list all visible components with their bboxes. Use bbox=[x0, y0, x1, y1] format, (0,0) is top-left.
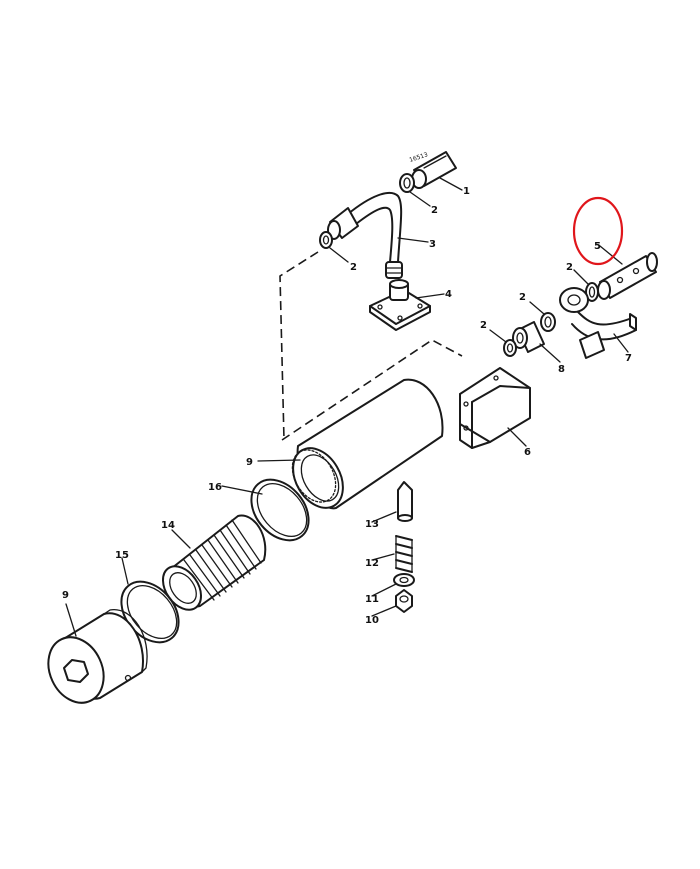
leader-14 bbox=[171, 529, 191, 549]
callout-2: 2 bbox=[519, 292, 526, 303]
part-11-washer bbox=[393, 573, 415, 587]
callout-12: 12 bbox=[365, 558, 379, 569]
part-2-seal-right-low bbox=[503, 339, 517, 357]
part-10-plug bbox=[395, 589, 413, 613]
leader-16 bbox=[221, 485, 263, 495]
leader-2d bbox=[529, 301, 545, 315]
leader-9a bbox=[257, 459, 301, 462]
callout-15: 15 bbox=[115, 550, 129, 561]
leader-15 bbox=[121, 557, 129, 585]
leader-11 bbox=[371, 583, 397, 597]
callout-6: 6 bbox=[524, 447, 531, 458]
leader-7 bbox=[613, 333, 629, 353]
callout-1: 1 bbox=[463, 186, 470, 197]
part-6-bracket bbox=[459, 367, 531, 449]
callout-9: 9 bbox=[246, 457, 253, 468]
callout-2: 2 bbox=[350, 262, 357, 273]
leader-8 bbox=[539, 343, 561, 363]
part-2-seal-upper bbox=[399, 173, 415, 193]
callout-16: 16 bbox=[208, 482, 222, 493]
part-13-valve-piston bbox=[397, 481, 413, 522]
callout-13: 13 bbox=[365, 519, 379, 530]
leader-12 bbox=[371, 553, 395, 561]
part-5-union-fitting bbox=[597, 252, 658, 300]
leader-2e bbox=[489, 329, 507, 343]
part-8-bushing bbox=[512, 321, 545, 353]
callout-4: 4 bbox=[445, 289, 452, 300]
leader-4 bbox=[415, 293, 445, 299]
part-2-seal-right-top bbox=[585, 282, 599, 302]
part-14-filter-element bbox=[161, 514, 267, 611]
part-12-valve-spring bbox=[395, 535, 413, 573]
dashed-centerline-left bbox=[279, 251, 319, 441]
leader-9b bbox=[65, 603, 77, 637]
callout-labels: 1 2 2 3 4 5 2 2 2 7 8 6 9 16 14 13 15 12… bbox=[62, 186, 632, 626]
callout-2: 2 bbox=[480, 320, 487, 331]
part-4-flange bbox=[369, 279, 431, 331]
leader-2b bbox=[329, 247, 349, 263]
leader-3 bbox=[397, 237, 429, 243]
leader-1 bbox=[439, 177, 463, 191]
callout-8: 8 bbox=[558, 364, 565, 375]
part-2-seal-left bbox=[319, 231, 333, 249]
part-9-end-cap bbox=[47, 609, 148, 704]
callout-11: 11 bbox=[365, 594, 379, 605]
leader-2c bbox=[573, 269, 589, 285]
callout-14: 14 bbox=[161, 520, 175, 531]
part-2-seal-right-mid bbox=[540, 312, 556, 332]
highlight-circle-part-5 bbox=[572, 196, 624, 266]
callout-5: 5 bbox=[594, 241, 601, 252]
callout-2: 2 bbox=[566, 262, 573, 273]
callout-9: 9 bbox=[62, 590, 69, 601]
fitting-marking: 16513 bbox=[408, 151, 428, 164]
leader-10 bbox=[371, 605, 397, 617]
leader-13 bbox=[371, 511, 397, 523]
callout-2: 2 bbox=[431, 205, 438, 216]
dashed-outline-bracket bbox=[281, 339, 463, 441]
callout-7: 7 bbox=[625, 353, 632, 364]
part-16-seal-ring bbox=[250, 478, 310, 542]
leader-5 bbox=[599, 245, 623, 265]
leader-6 bbox=[507, 427, 527, 447]
part-9-filter-housing bbox=[291, 378, 444, 510]
part-3-bent-pipe bbox=[327, 191, 403, 279]
callout-10: 10 bbox=[365, 615, 379, 626]
leader-2a bbox=[409, 191, 431, 207]
callout-3: 3 bbox=[429, 239, 436, 250]
part-7-banjo-pipe bbox=[559, 287, 637, 359]
